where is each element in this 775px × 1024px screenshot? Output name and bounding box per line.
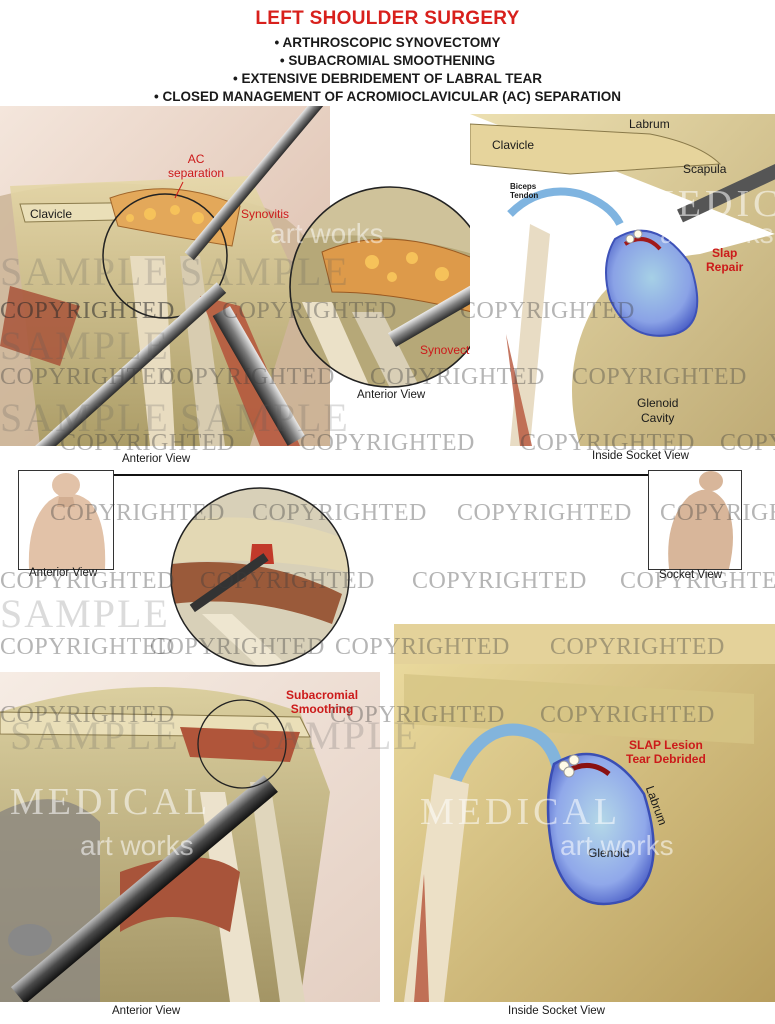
- bottom-right-caption: Inside Socket View: [508, 1005, 605, 1017]
- subacromial-smoothing-illustration: [0, 672, 380, 1002]
- socket-thumbnail: [648, 470, 742, 570]
- synovectomy-zoom-illustration: [282, 182, 498, 392]
- anterior-thumbnail: [18, 470, 114, 570]
- clavicle-label-right: Clavicle: [492, 138, 535, 152]
- procedure-line-3: • EXTENSIVE DEBRIDEMENT OF LABRAL TEAR: [233, 71, 542, 86]
- labrum-label-top: Labrum: [629, 117, 670, 131]
- ac-separation-text: AC separation: [168, 152, 225, 180]
- glenoid-label: Glenoid: [588, 846, 630, 860]
- procedure-line-2: • SUBACROMIAL SMOOTHENING: [279, 53, 496, 68]
- procedure-line-4: • CLOSED MANAGEMENT OF ACROMIOCLAVICULAR…: [154, 89, 621, 104]
- watermark-copyrighted: COPYRIGHTED: [0, 634, 175, 660]
- synovitis-label: Synovitis: [241, 207, 290, 221]
- section-divider: [113, 474, 648, 476]
- anterior-shoulder-illustration: [0, 106, 330, 446]
- page-title: LEFT SHOULDER SURGERY: [255, 8, 520, 29]
- anterior-thumbnail-caption: Anterior View: [29, 567, 98, 579]
- slap-lesion-socket-illustration: [394, 624, 775, 1002]
- clavicle-label-left: Clavicle: [30, 207, 73, 221]
- watermark-copyrighted: COPYRIGHTED: [457, 500, 632, 526]
- scapula-label: Scapula: [683, 162, 727, 176]
- top-left-caption: Anterior View: [122, 453, 191, 465]
- socket-thumbnail-caption: Socket View: [659, 569, 723, 581]
- top-zoom-caption: Anterior View: [357, 389, 426, 401]
- ac-separation-label: AC separation: [168, 152, 224, 180]
- bottom-left-caption: Anterior View: [112, 1005, 181, 1017]
- subacromial-smoothing-label: Subacromial Smoothing: [286, 688, 359, 716]
- watermark-copyrighted: COPYRIGHTED: [412, 568, 587, 594]
- procedure-line-1: • ARTHROSCOPIC SYNOVECTOMY: [274, 35, 501, 50]
- watermark-sample: SAMPLE: [0, 591, 170, 636]
- top-right-caption: Inside Socket View: [592, 450, 689, 462]
- slap-lesion-label: SLAP Lesion Tear Debrided: [626, 738, 706, 766]
- slap-repair-label: Slap Repair: [706, 246, 744, 274]
- biceps-tendon-label: Biceps Tendon: [510, 182, 539, 200]
- socket-view-illustration: [470, 114, 775, 446]
- glenoid-cavity-label: Glenoid Cavity: [637, 396, 679, 425]
- subacromial-zoom-illustration: [162, 484, 358, 670]
